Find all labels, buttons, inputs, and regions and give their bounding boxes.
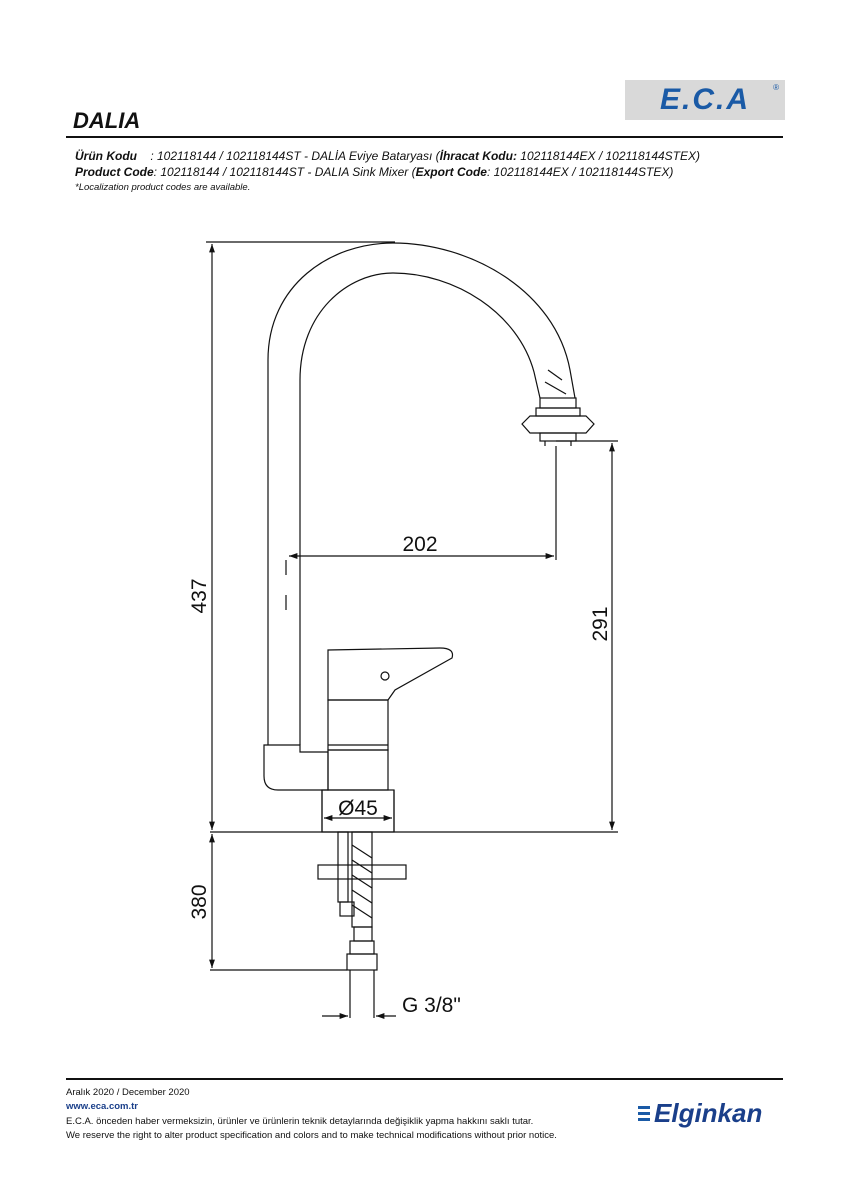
product-code-tr-label: Ürün Kodu — [75, 149, 137, 163]
localization-note: *Localization product codes are availabl… — [75, 182, 251, 193]
footer-disclaimer-tr: E.C.A. önceden haber vermeksizin, ürünle… — [66, 1116, 534, 1127]
product-code-tr-value: : 102118144 / 102118144ST - DALİA Eviye … — [137, 149, 440, 163]
elginkan-mark-icon — [638, 1106, 650, 1121]
registered-mark: ® — [773, 83, 779, 92]
product-code-en: Product Code: 102118144 / 102118144ST - … — [75, 165, 673, 179]
footer-divider — [66, 1078, 783, 1080]
footer-date: Aralık 2020 / December 2020 — [66, 1087, 190, 1098]
export-code-tr-label: İhracat Kodu: — [439, 149, 517, 163]
export-code-en-value: : 102118144EX / 102118144STEX) — [486, 165, 674, 179]
elginkan-logo: Elginkan — [638, 1098, 762, 1129]
footer-website-link[interactable]: www.eca.com.tr — [66, 1101, 138, 1112]
export-code-en-label: Export Code — [415, 165, 487, 179]
mounting-assembly — [317, 831, 407, 971]
logo-text: E.C.A — [659, 83, 750, 116]
product-code-en-label: Product Code — [75, 165, 154, 179]
page-title: DALIA — [73, 108, 141, 133]
spout-outline — [267, 242, 595, 745]
dim-label-202: 202 — [402, 533, 437, 556]
dim-label-diameter: Ø45 — [338, 797, 378, 820]
dim-label-291: 291 — [589, 606, 612, 641]
product-code-en-value: : 102118144 / 102118144ST - DALIA Sink M… — [153, 165, 416, 179]
footer-disclaimer-en: We reserve the right to alter product sp… — [66, 1130, 557, 1141]
export-code-tr-value: 102118144EX / 102118144STEX) — [516, 149, 700, 163]
dim-label-380: 380 — [188, 884, 211, 919]
header-divider — [66, 136, 783, 138]
dim-label-thread: G 3/8" — [402, 994, 461, 1017]
mixer-handle — [327, 647, 454, 701]
dim-label-437: 437 — [188, 578, 211, 613]
product-code-tr: Ürün Kodu : 102118144 / 102118144ST - DA… — [75, 149, 700, 163]
eca-logo: E.C.A ® — [625, 80, 785, 120]
elginkan-logo-text: Elginkan — [654, 1098, 763, 1128]
